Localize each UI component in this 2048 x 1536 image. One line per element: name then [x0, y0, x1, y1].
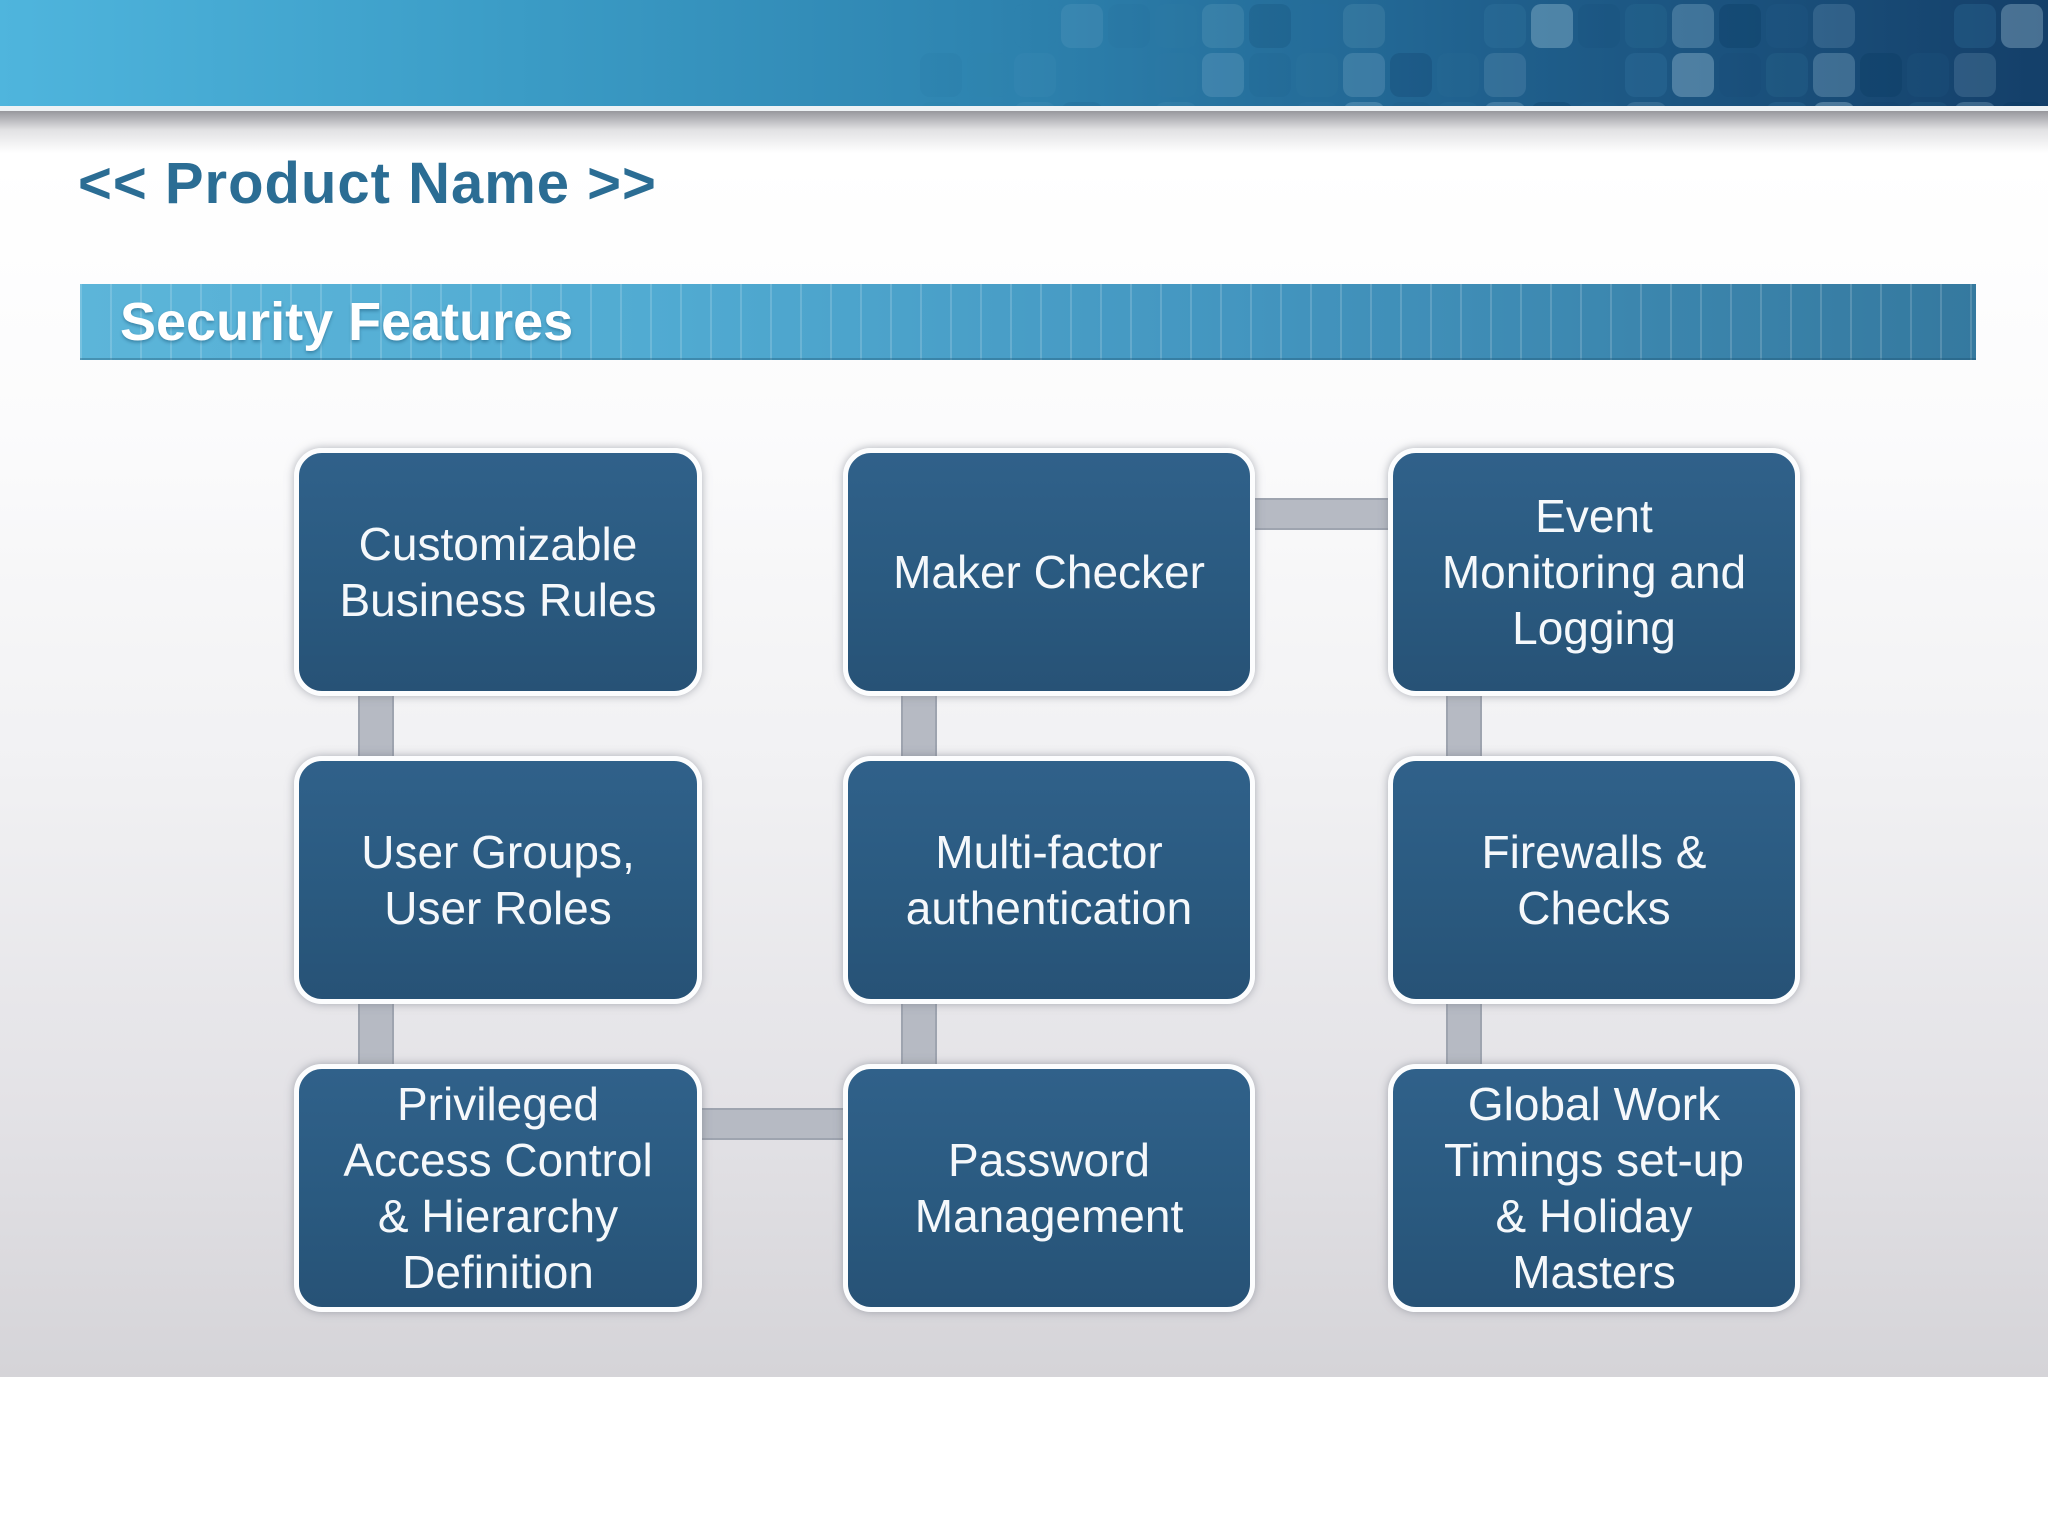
connector-password-management-to-multi-factor [901, 1002, 937, 1068]
connector-privileged-access-to-password-management [700, 1108, 847, 1140]
feature-box-firewalls-checks: Firewalls & Checks [1388, 756, 1800, 1004]
feature-box-privileged-access-control: Privileged Access Control & Hierarchy De… [294, 1064, 702, 1312]
connector-user-groups-to-privileged-access [358, 1002, 394, 1068]
banner-shadow [0, 111, 2048, 153]
feature-box-password-management: Password Management [843, 1064, 1255, 1312]
mosaic-pattern [1014, 4, 2043, 106]
feature-box-maker-checker: Maker Checker [843, 448, 1255, 696]
feature-box-event-monitoring-and-logging: Event Monitoring and Logging [1388, 448, 1800, 696]
top-banner [0, 0, 2048, 106]
connector-event-monitoring-to-firewalls [1446, 694, 1482, 760]
section-header-bar: Security Features [80, 284, 1976, 360]
feature-box-global-work-timings: Global Work Timings set-up & Holiday Mas… [1388, 1064, 1800, 1312]
feature-box-customizable-business-rules: Customizable Business Rules [294, 448, 702, 696]
banner-divider-line [0, 106, 2048, 111]
page-title: << Product Name >> [78, 151, 657, 216]
connector-firewalls-to-global-work-timings [1446, 1002, 1482, 1068]
feature-box-multi-factor-authentication: Multi-factor authentication [843, 756, 1255, 1004]
connector-multi-factor-to-maker-checker [901, 694, 937, 760]
section-title: Security Features [120, 292, 574, 352]
feature-box-user-groups-user-roles: User Groups, User Roles [294, 756, 702, 1004]
connector-business-rules-to-user-groups [358, 694, 394, 760]
connector-maker-checker-to-event-monitoring [1253, 498, 1392, 530]
